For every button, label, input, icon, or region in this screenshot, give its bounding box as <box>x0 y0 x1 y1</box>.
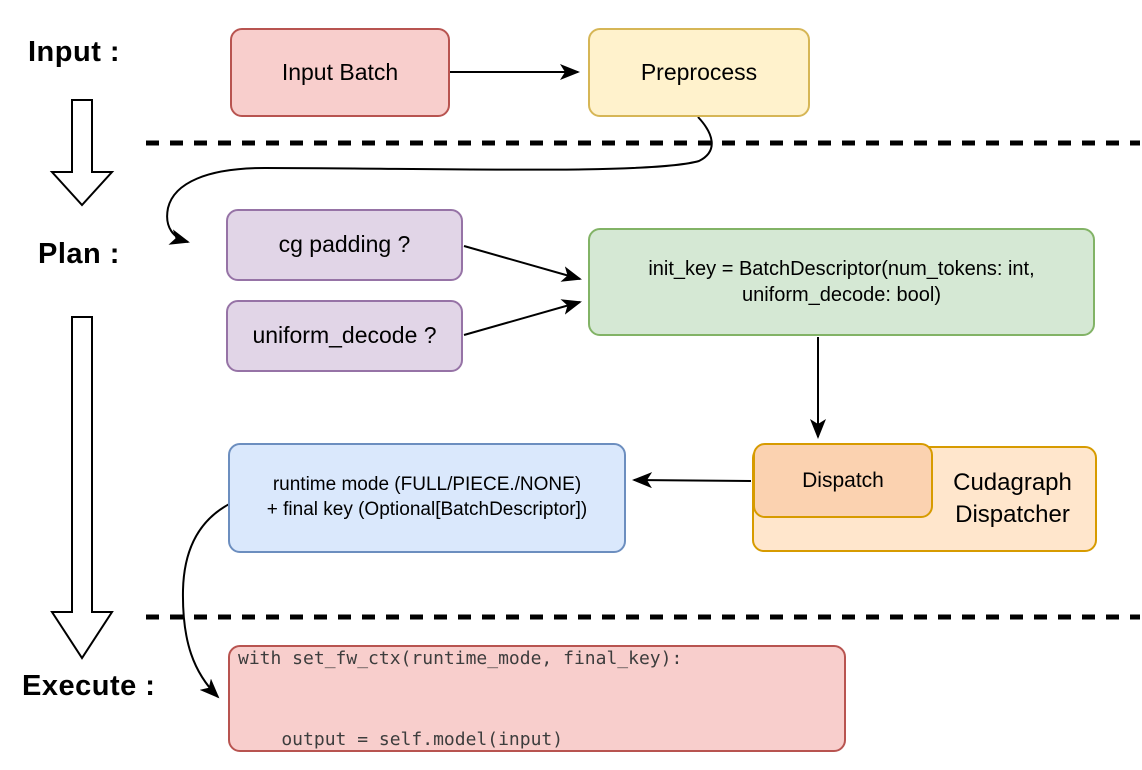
section-label-plan: Plan : <box>38 238 120 270</box>
node-init-key-line2: uniform_decode: bool) <box>741 284 941 306</box>
section-label-execute: Execute : <box>22 670 156 702</box>
execute-code-line1: with set_fw_ctx(runtime_mode, final_key)… <box>238 647 683 669</box>
node-cudagraph-dispatcher-line1: Cudagraph <box>953 468 1072 496</box>
node-uniform-decode: uniform_decode ? <box>226 300 463 372</box>
node-cudagraph-dispatcher-line2: Dispatcher <box>955 501 1070 528</box>
node-runtime-mode-line1: runtime mode (FULL/PIECE./NONE) <box>272 474 582 496</box>
node-runtime-mode: runtime mode (FULL/PIECE./NONE) + final … <box>228 443 626 553</box>
hollow-arrow-input-to-plan-icon <box>49 99 115 207</box>
node-cudagraph-dispatcher-label: Cudagraph Dispatcher <box>930 467 1095 532</box>
execute-code-block: with set_fw_ctx(runtime_mode, final_key)… <box>238 591 682 770</box>
node-uniform-decode-label: uniform_decode ? <box>252 322 437 349</box>
node-cg-padding: cg padding ? <box>226 209 463 281</box>
node-init-key-line1: init_key = BatchDescriptor(num_tokens: i… <box>648 258 1035 280</box>
hollow-arrow-plan-to-execute-icon <box>50 316 114 660</box>
node-preprocess-label: Preprocess <box>640 58 758 85</box>
node-dispatch-label: Dispatch <box>802 468 884 492</box>
node-runtime-mode-line2: + final key (Optional[BatchDescriptor]) <box>266 499 588 520</box>
section-label-input: Input : <box>28 36 121 68</box>
node-input-batch-label: Input Batch <box>281 58 399 85</box>
edge-dispatch-runtimemode <box>632 472 752 489</box>
node-execute-code: with set_fw_ctx(runtime_mode, final_key)… <box>228 645 846 752</box>
node-preprocess: Preprocess <box>588 28 810 117</box>
edge-uniformdecode-initkey <box>463 299 582 336</box>
node-cg-padding-label: cg padding ? <box>278 231 411 258</box>
edge-cgpadding-initkey <box>463 245 582 282</box>
node-input-batch: Input Batch <box>230 28 450 117</box>
node-dispatch: Dispatch <box>753 443 933 518</box>
execute-code-line2: output = self.model(input) <box>238 728 564 750</box>
node-init-key: init_key = BatchDescriptor(num_tokens: i… <box>588 228 1095 336</box>
